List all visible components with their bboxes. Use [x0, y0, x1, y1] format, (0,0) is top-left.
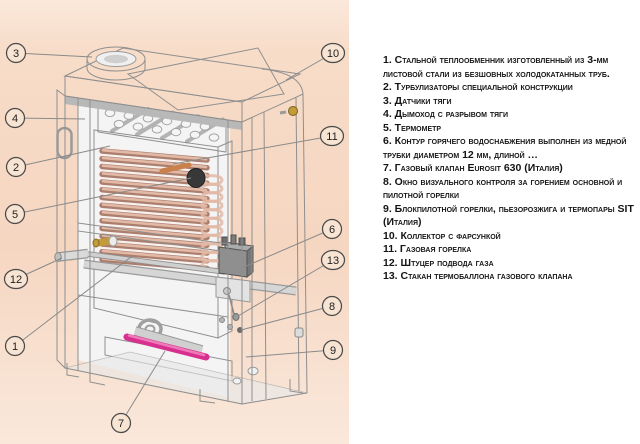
callout-leader-4: [14, 117, 86, 120]
diagram-background: 3 4 2 5 12 1 7 10 11 6 13 8 9: [0, 0, 349, 444]
panel-latch: [294, 327, 304, 338]
copper-coil: [99, 148, 210, 272]
callout-number-9: 9: [330, 345, 336, 357]
gas-burner-tube: [123, 333, 210, 361]
coil-spiral: [200, 174, 224, 271]
draft-hood: [63, 46, 302, 130]
gas-valve: [218, 234, 254, 279]
callout-circle-3: [5, 42, 27, 64]
callout-number-4: 4: [12, 113, 18, 125]
callout-circle-4: [4, 107, 26, 129]
callout-circle-13: [320, 249, 346, 271]
flue-collar: [86, 46, 146, 81]
thermobulb-cup: [232, 313, 240, 321]
callout-leader-3: [15, 52, 93, 58]
callout-number-6: 6: [329, 224, 335, 236]
callout-circle-2: [5, 156, 27, 178]
callout-circle-6: [321, 218, 343, 240]
callout-number-1: 1: [12, 341, 18, 353]
legend-item-6: 6. Контур горячего водоснабжения выполне…: [383, 135, 627, 161]
left-side-panel: [56, 89, 73, 370]
right-side-panel: [241, 68, 308, 405]
turbulators: [97, 106, 227, 153]
legend-item-8: 8. Окно визуального контроля за горением…: [383, 175, 623, 202]
callout-number-2: 2: [13, 162, 19, 174]
callout-leader-7: [120, 350, 166, 424]
callout-circle-10: [320, 42, 346, 64]
legend-item-5: 5. Термометр: [383, 121, 442, 134]
legend-item-11: 11. Газовая горелка: [383, 243, 472, 255]
callout-circle-9: [322, 339, 344, 361]
legend-item-4: 4. Дымоход с разрывом тяги: [383, 108, 509, 120]
legend-item-3: 3. Датчики тяги: [383, 94, 452, 107]
callout-layer: 3 4 2 5 12 1 7 10 11 6 13 8 9: [3, 42, 346, 434]
callout-leader-2: [15, 145, 111, 168]
legend-panel: 1. Стальной теплообменник изготовленный …: [349, 0, 640, 444]
callout-leader-8: [240, 305, 333, 331]
callout-number-11: 11: [326, 131, 337, 143]
manifold-pipe: [83, 259, 297, 296]
legend-item-12: 12. Штуцер подвода газа: [383, 256, 494, 269]
legend-item-13: 13. Стакан термобаллона газового клапана: [383, 270, 573, 282]
callout-circle-5: [4, 203, 26, 225]
legend-item-1: 1. Стальной теплообменник изготовленный …: [383, 54, 610, 80]
copper-stub-pipe: [159, 162, 192, 174]
callout-leader-5: [14, 177, 192, 215]
legend-item-9: 9. Блокпилотной горелки, пьезорозжига и …: [383, 202, 634, 229]
gas-inlet-pipe: [54, 248, 226, 275]
legend-item-10: 10. Коллектор с фарсункой: [383, 229, 501, 242]
boiler-diagram: 3 4 2 5 12 1 7 10 11 6 13 8 9: [3, 42, 346, 434]
callout-circle-8: [321, 295, 343, 317]
callout-number-3: 3: [13, 48, 19, 60]
callout-leader-11: [172, 135, 333, 165]
callout-number-10: 10: [327, 48, 339, 60]
callout-number-12: 12: [10, 274, 22, 286]
side-brass-fitting: [288, 106, 298, 116]
callout-leader-6: [243, 228, 333, 268]
callout-number-5: 5: [12, 209, 18, 221]
callout-number-8: 8: [329, 301, 335, 313]
callout-circle-12: [3, 268, 29, 290]
brass-fitting: [92, 235, 118, 248]
callout-number-13: 13: [327, 255, 339, 267]
callout-leader-9: [245, 349, 334, 358]
callout-circle-11: [319, 125, 345, 147]
callout-circle-1: [4, 335, 26, 357]
callout-number-7: 7: [118, 418, 124, 430]
callout-leader-lines: [14, 52, 334, 424]
heat-exchanger: [93, 129, 233, 339]
legend-item-2: 2. Турбулизаторы специальной конструкции: [383, 81, 573, 93]
legend-item-7: 7. Газовый клапан Eurosit 630 (Италия): [383, 162, 563, 174]
front-frame: [64, 95, 243, 405]
callout-circle-7: [110, 412, 132, 434]
callout-leader-1: [14, 256, 132, 347]
callout-leader-13: [237, 259, 334, 317]
thermometer-knob: [186, 168, 206, 188]
